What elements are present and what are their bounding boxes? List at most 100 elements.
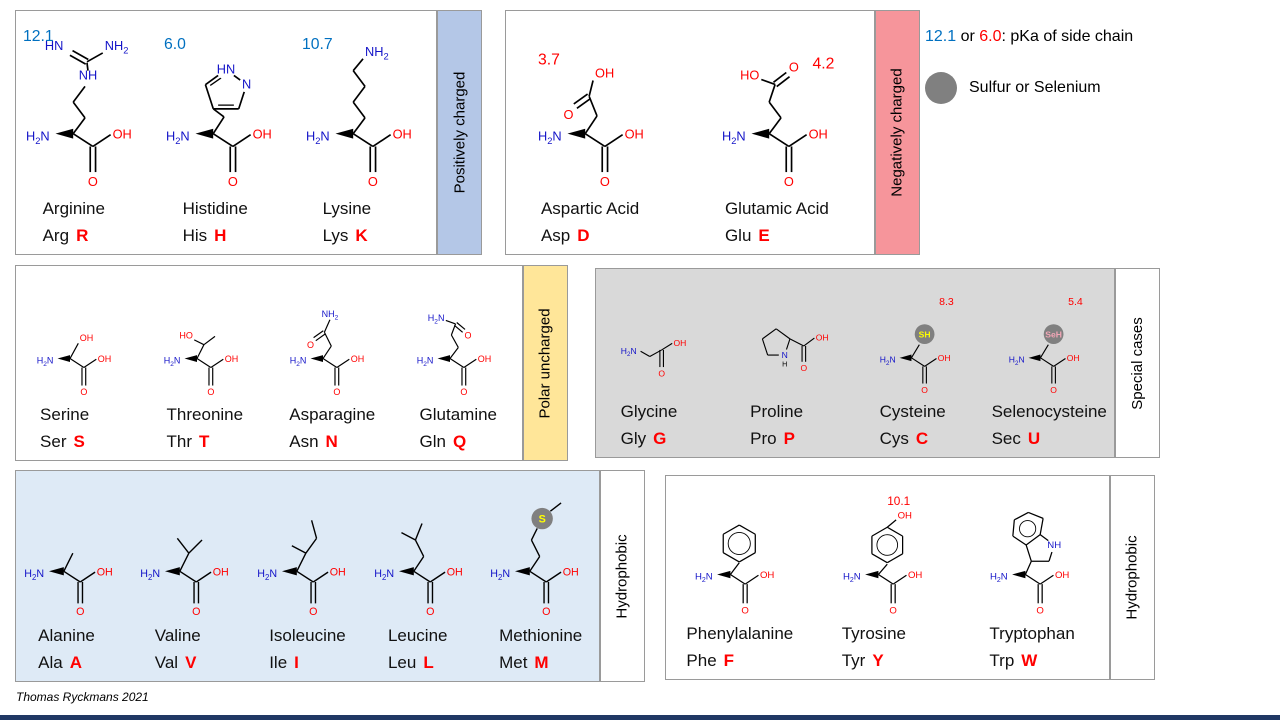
svg-text:OH: OH bbox=[80, 333, 94, 343]
legend-pka-red-value: 6.0 bbox=[979, 28, 1002, 45]
svg-text:H2N: H2N bbox=[374, 568, 394, 582]
amino-acid-letter: H bbox=[214, 226, 227, 245]
svg-text:H2N: H2N bbox=[880, 354, 896, 366]
amino-acid-letter: U bbox=[1027, 429, 1041, 448]
amino-acid-name: Tyrosine bbox=[841, 624, 906, 643]
amino-acid-name: Cysteine bbox=[879, 402, 946, 421]
strip-positively-charged: Positively charged bbox=[437, 10, 482, 255]
amino-acid-name: Asparagine bbox=[289, 405, 376, 424]
svg-text:O: O bbox=[426, 606, 434, 618]
amino-acid-abbr: Asn bbox=[289, 432, 319, 451]
svg-text:NH2: NH2 bbox=[105, 38, 129, 55]
amino-acid-abbr: Gly bbox=[620, 429, 647, 448]
svg-text:O: O bbox=[741, 606, 748, 617]
amino-acid-letter: D bbox=[577, 226, 590, 245]
amino-acid-letter: P bbox=[783, 429, 795, 448]
amino-acid-abbr: Ala bbox=[38, 653, 63, 672]
amino-acid-abbr: Leu bbox=[387, 653, 417, 672]
strip-label-hydrophobic-left: Hydrophobic bbox=[614, 533, 631, 619]
amino-acid-name: Methionine bbox=[499, 626, 583, 645]
amino-acid-name: Tryptophan bbox=[989, 624, 1075, 643]
svg-text:H2N: H2N bbox=[695, 572, 713, 585]
svg-text:OH: OH bbox=[563, 566, 579, 578]
svg-text:HO: HO bbox=[740, 68, 759, 83]
svg-text:H2N: H2N bbox=[417, 355, 434, 367]
svg-text:OH: OH bbox=[1067, 353, 1080, 363]
svg-text:OH: OH bbox=[938, 353, 951, 363]
svg-text:10.1: 10.1 bbox=[887, 496, 910, 508]
amino-acid-abbr: Val bbox=[154, 653, 179, 672]
svg-text:H2N: H2N bbox=[164, 355, 181, 367]
amino-acid-name: Leucine bbox=[387, 626, 448, 645]
svg-text:O: O bbox=[309, 606, 317, 618]
svg-text:H2N: H2N bbox=[538, 129, 562, 146]
strip-label-negatively-charged: Negatively charged bbox=[889, 68, 907, 197]
svg-text:O: O bbox=[228, 174, 238, 189]
amino-acid-name: Valine bbox=[154, 626, 201, 645]
svg-text:HO: HO bbox=[179, 330, 193, 340]
svg-text:NH2: NH2 bbox=[365, 44, 389, 61]
amino-acid-abbr: Thr bbox=[166, 432, 193, 451]
amino-acid-name: Lysine bbox=[322, 199, 372, 218]
legend-or-text: or bbox=[956, 28, 980, 45]
amino-acid-abbr: Phe bbox=[686, 651, 717, 670]
svg-text:O: O bbox=[658, 368, 665, 378]
amino-acid-abbr: Ser bbox=[40, 432, 67, 451]
svg-text:SH: SH bbox=[918, 329, 930, 339]
amino-acid-name: Glycine bbox=[620, 402, 678, 421]
svg-text:H2N: H2N bbox=[24, 568, 44, 582]
amino-acid-name: Arginine bbox=[42, 199, 105, 218]
svg-text:S: S bbox=[539, 514, 546, 526]
svg-text:OH: OH bbox=[595, 66, 614, 81]
amino-acid-name: Proline bbox=[750, 402, 804, 421]
svg-text:O: O bbox=[368, 174, 378, 189]
amino-acid-letter: A bbox=[69, 653, 83, 672]
svg-text:O: O bbox=[1051, 385, 1058, 395]
amino-acid-name: Alanine bbox=[38, 626, 95, 645]
svg-text:O: O bbox=[207, 387, 214, 397]
svg-text:H2N: H2N bbox=[166, 129, 190, 146]
amino-acid-abbr: His bbox=[182, 226, 208, 245]
svg-text:O: O bbox=[801, 363, 808, 373]
svg-text:O: O bbox=[334, 387, 341, 397]
svg-text:O: O bbox=[563, 107, 573, 122]
svg-text:OH: OH bbox=[213, 566, 229, 578]
amino-acid-name: Selenocysteine bbox=[991, 402, 1107, 421]
amino-acid-letter: S bbox=[73, 432, 85, 451]
amino-acid-letter: C bbox=[915, 429, 929, 448]
svg-text:H2N: H2N bbox=[990, 572, 1008, 585]
svg-text:O: O bbox=[1037, 606, 1044, 617]
svg-text:OH: OH bbox=[809, 127, 828, 142]
svg-text:O: O bbox=[76, 606, 84, 618]
amino-acid-abbr: Sec bbox=[991, 429, 1021, 448]
amino-acid-abbr: Asp bbox=[540, 226, 571, 245]
amino-acid-letter: K bbox=[355, 226, 368, 245]
svg-text:OH: OH bbox=[673, 338, 686, 348]
svg-text:O: O bbox=[464, 330, 471, 340]
amino-acid-code: Ala A bbox=[38, 653, 110, 673]
svg-text:6.0: 6.0 bbox=[164, 36, 186, 53]
